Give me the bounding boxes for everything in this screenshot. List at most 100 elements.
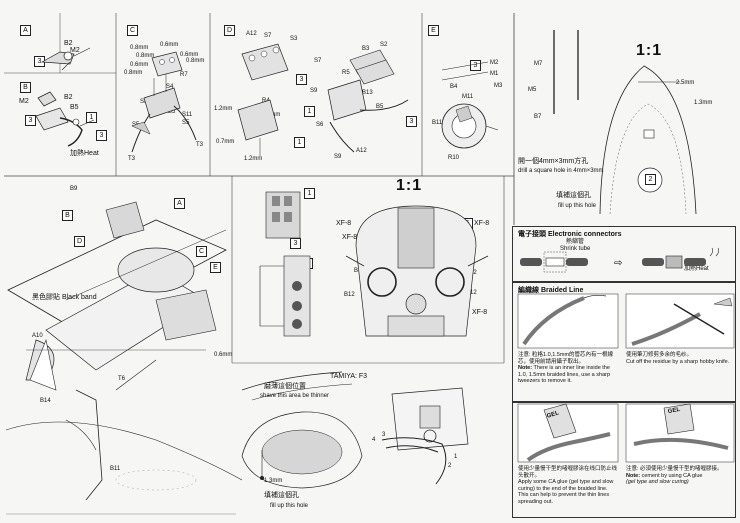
part-label: B7 (534, 114, 542, 120)
part-label: S9 (334, 154, 342, 160)
note-2-cn: 使用筆刀修剪多余的毛纱。 (626, 352, 693, 358)
part-label: R7 (180, 72, 188, 78)
part-label: A10 (32, 333, 43, 339)
part-label: B12 (344, 292, 355, 298)
drill-note-cn: 開一個4mm×3mm方孔 (518, 158, 589, 165)
note-1-en: Note: There is an inner line inside the … (518, 365, 614, 385)
heat-label: 加熱Heat (70, 150, 99, 157)
part-label: M7 (534, 61, 543, 67)
step-c-ref: C (196, 246, 207, 257)
black-band-cn: 黑色膠貼 (32, 294, 60, 301)
part-label: S9 (310, 88, 318, 94)
paint-ref: XF-8 (472, 309, 488, 316)
part-label: S6 (316, 122, 324, 128)
part-label: R5 (342, 70, 350, 76)
note-2: 使用筆刀修剪多余的毛纱。 Cut off the residue by a sh… (626, 352, 730, 365)
scale-label: 1:1 (636, 42, 663, 59)
part-label: B5 (70, 104, 79, 111)
dimension-label: 0.7mm (216, 139, 235, 145)
part-label: B5 (376, 104, 384, 110)
paint-ref: XF-8 (342, 234, 358, 241)
dimension-label: 0.8mm (124, 70, 143, 76)
heat-label: 加熱Heat (684, 266, 709, 272)
step-number: 1 (294, 137, 305, 148)
electronic-connectors-panel (512, 226, 736, 282)
tamiya-ref: TAMIYA: F3 (330, 373, 368, 380)
step-number: 1 (86, 112, 97, 123)
part-drawing-d (237, 43, 409, 156)
step-e-badge: E (428, 25, 439, 36)
dimension-label: 0.6mm (180, 52, 199, 58)
sheet-frame (4, 13, 736, 519)
braided-title-cn: 編織線 (518, 287, 539, 294)
part-label: B11 (432, 120, 443, 126)
part-label: S7 (264, 33, 272, 39)
note-3: 使用少量慢干型的啫喱膠涂在线口防止线头散开。 Apply some CA glu… (518, 466, 618, 505)
note-4-en-bold: Note: (626, 472, 641, 479)
step-number: 3 (470, 60, 481, 71)
black-band-en: Black band (61, 294, 97, 301)
engine-drawing (259, 191, 489, 337)
step-number: 3 (96, 130, 107, 141)
scale-drawing-top (553, 30, 697, 215)
dimension-label: 0.6mm (160, 42, 179, 48)
part-label: S4 (166, 84, 174, 90)
dimension-label: 0.8mm (186, 58, 205, 64)
part-label: B2 (64, 40, 73, 47)
frame-lines (4, 13, 515, 364)
scale-label: 1:1 (396, 177, 423, 194)
fill-hole-en: fill up this hole (270, 503, 309, 509)
note-4-en: Note: cement by using CA glue (626, 473, 730, 480)
part-label: S11 (182, 112, 193, 118)
detail-number: 4 (372, 437, 376, 443)
part-drawing-a (40, 47, 91, 71)
shrink-tube-cn: 熱縮管 (566, 239, 585, 245)
fill-hole-cn: 填補這個孔 (264, 492, 299, 499)
step-a-ref: A (174, 198, 185, 209)
electronic-title-en: Electronic connectors (547, 231, 622, 238)
step-a-badge: A (20, 25, 31, 36)
part-drawing-b (35, 91, 95, 147)
part-label: T6 (118, 376, 126, 382)
braided-drawing (517, 293, 735, 349)
part-label: B14 (40, 398, 51, 404)
part-label: M3 (494, 83, 503, 89)
part-label: S2 (380, 42, 388, 48)
black-band-label: 黑色膠貼 Black band (32, 294, 97, 302)
part-label: M1 (490, 71, 499, 77)
part-label: M2 (19, 98, 29, 105)
shave-note-en: shave this area be thinner (260, 393, 330, 399)
part-label: M2 (70, 47, 80, 54)
wiring-detail-drawing (381, 387, 469, 485)
part-label: B5 (168, 109, 176, 115)
part-label: M5 (528, 87, 537, 93)
dimension-label: 1.3mm (694, 100, 713, 106)
step-b-ref: B (62, 210, 73, 221)
dimension-label: 0.6mm (130, 62, 149, 68)
note-1-en-text: There is an inner line inside the 1.0, 1… (518, 365, 611, 384)
part-drawing-c (131, 51, 197, 153)
step-number: 3 (406, 116, 417, 127)
step-b-badge: B (20, 82, 31, 93)
paint-ref: XF-8 (336, 220, 352, 227)
shave-note-cn: 磨薄這個位置 (264, 383, 306, 390)
paint-ref-2: XF-8 (474, 220, 490, 227)
step-d-badge: D (224, 25, 235, 36)
note-4-en-italic: (gel type and slow curing) (626, 479, 689, 485)
part-drawing-e (441, 61, 499, 149)
main-assembly-drawing (5, 201, 243, 515)
fill-note-en: fill up this hole (558, 203, 597, 209)
note-2-en: Cut off the residue by a sharp hobby kni… (626, 358, 730, 365)
part-label: B4 (450, 84, 458, 90)
braided-title-en: Braided Line (540, 287, 584, 294)
connector-drawing: ⇨ (520, 247, 719, 273)
step-c-badge: C (127, 25, 138, 36)
electronic-title: 電子接頭 Electronic connectors (518, 229, 621, 239)
part-label: T3 (196, 142, 204, 148)
part-label: A12 (356, 148, 367, 154)
note-3-cn: 使用少量慢干型的啫喱膠涂在线口防止线头散开。 (518, 466, 618, 479)
note-4-en-text: cement by using CA glue (640, 472, 703, 479)
detail-number: 1 (454, 454, 458, 460)
note-1-en-bold: Note: (518, 365, 533, 371)
dimension-label: 2.5mm (676, 80, 695, 86)
